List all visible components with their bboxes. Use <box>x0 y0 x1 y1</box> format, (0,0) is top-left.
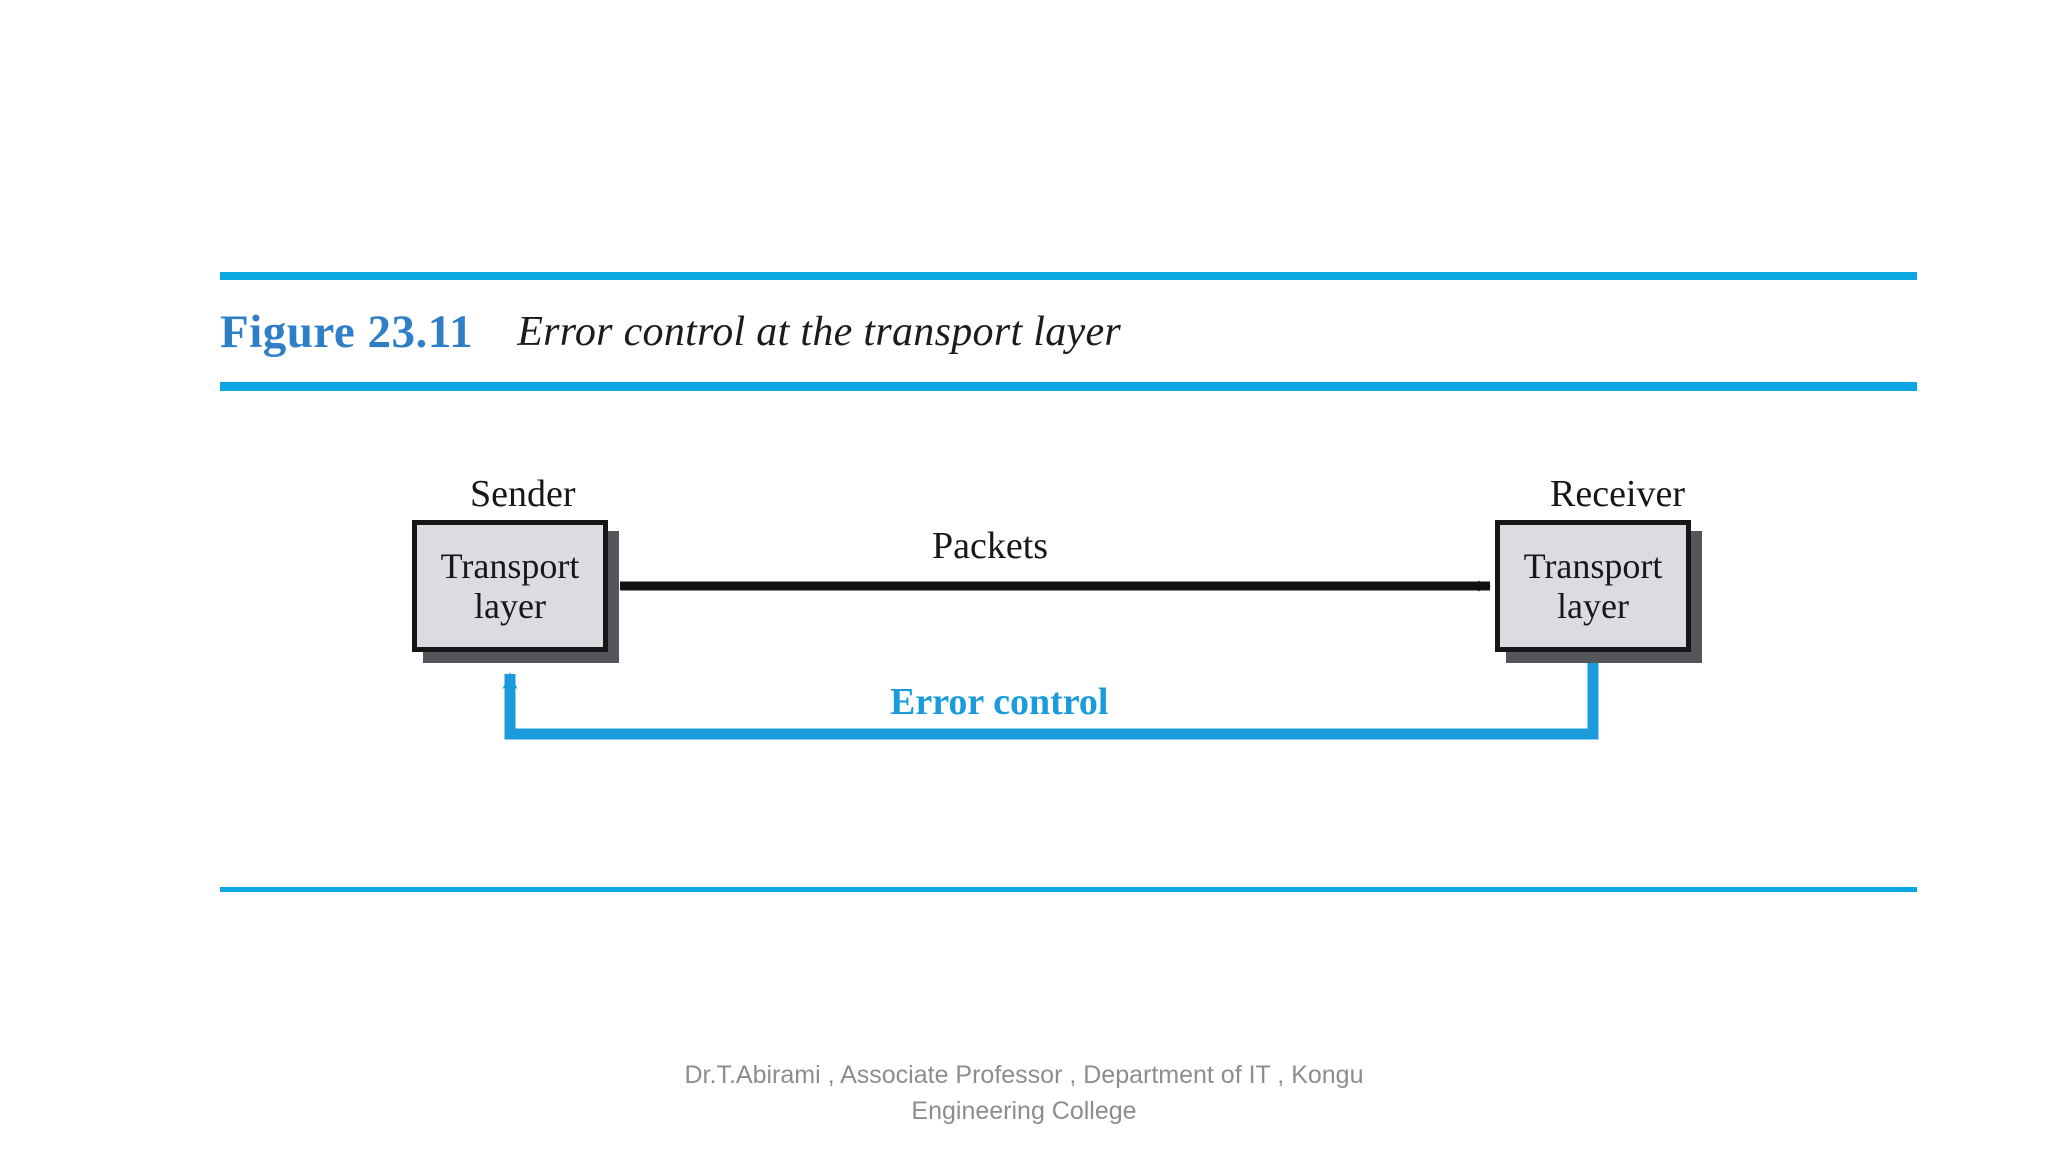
sender-transport-layer-box: Transport layer <box>412 520 608 652</box>
figure-bottom-rule <box>220 887 1917 892</box>
figure-title-row: Figure 23.11 Error control at the transp… <box>220 288 1121 376</box>
footer-line-2: Engineering College <box>911 1096 1137 1125</box>
error-control-arrow-path <box>502 654 1599 740</box>
slide-footer: Dr.T.Abirami , Associate Professor , Dep… <box>0 1058 2048 1129</box>
receiver-box-line-2: layer <box>1557 586 1629 626</box>
packets-label: Packets <box>932 525 1049 567</box>
figure-top-rule <box>220 272 1917 280</box>
figure-number: Figure 23.11 <box>220 306 474 358</box>
receiver-box-line-1: Transport <box>1523 545 1663 586</box>
sender-box-line-2: layer <box>474 586 546 626</box>
figure-title-underline-rule <box>220 382 1917 391</box>
footer-line-1: Dr.T.Abirami , Associate Professor , Dep… <box>684 1061 1364 1089</box>
receiver-transport-layer-box: Transport layer <box>1495 520 1691 652</box>
diagram-canvas: Sender Transport layer Receiver Transpor… <box>220 392 1917 882</box>
sender-box-line-1: Transport <box>440 545 580 586</box>
receiver-label: Receiver <box>1550 473 1686 515</box>
sender-label: Sender <box>470 473 576 515</box>
figure-caption: Error control at the transport layer <box>517 309 1122 355</box>
error-control-label: Error control <box>890 681 1109 723</box>
diagram-connectors <box>502 580 1599 740</box>
figure-block: Figure 23.11 Error control at the transp… <box>220 272 1917 892</box>
